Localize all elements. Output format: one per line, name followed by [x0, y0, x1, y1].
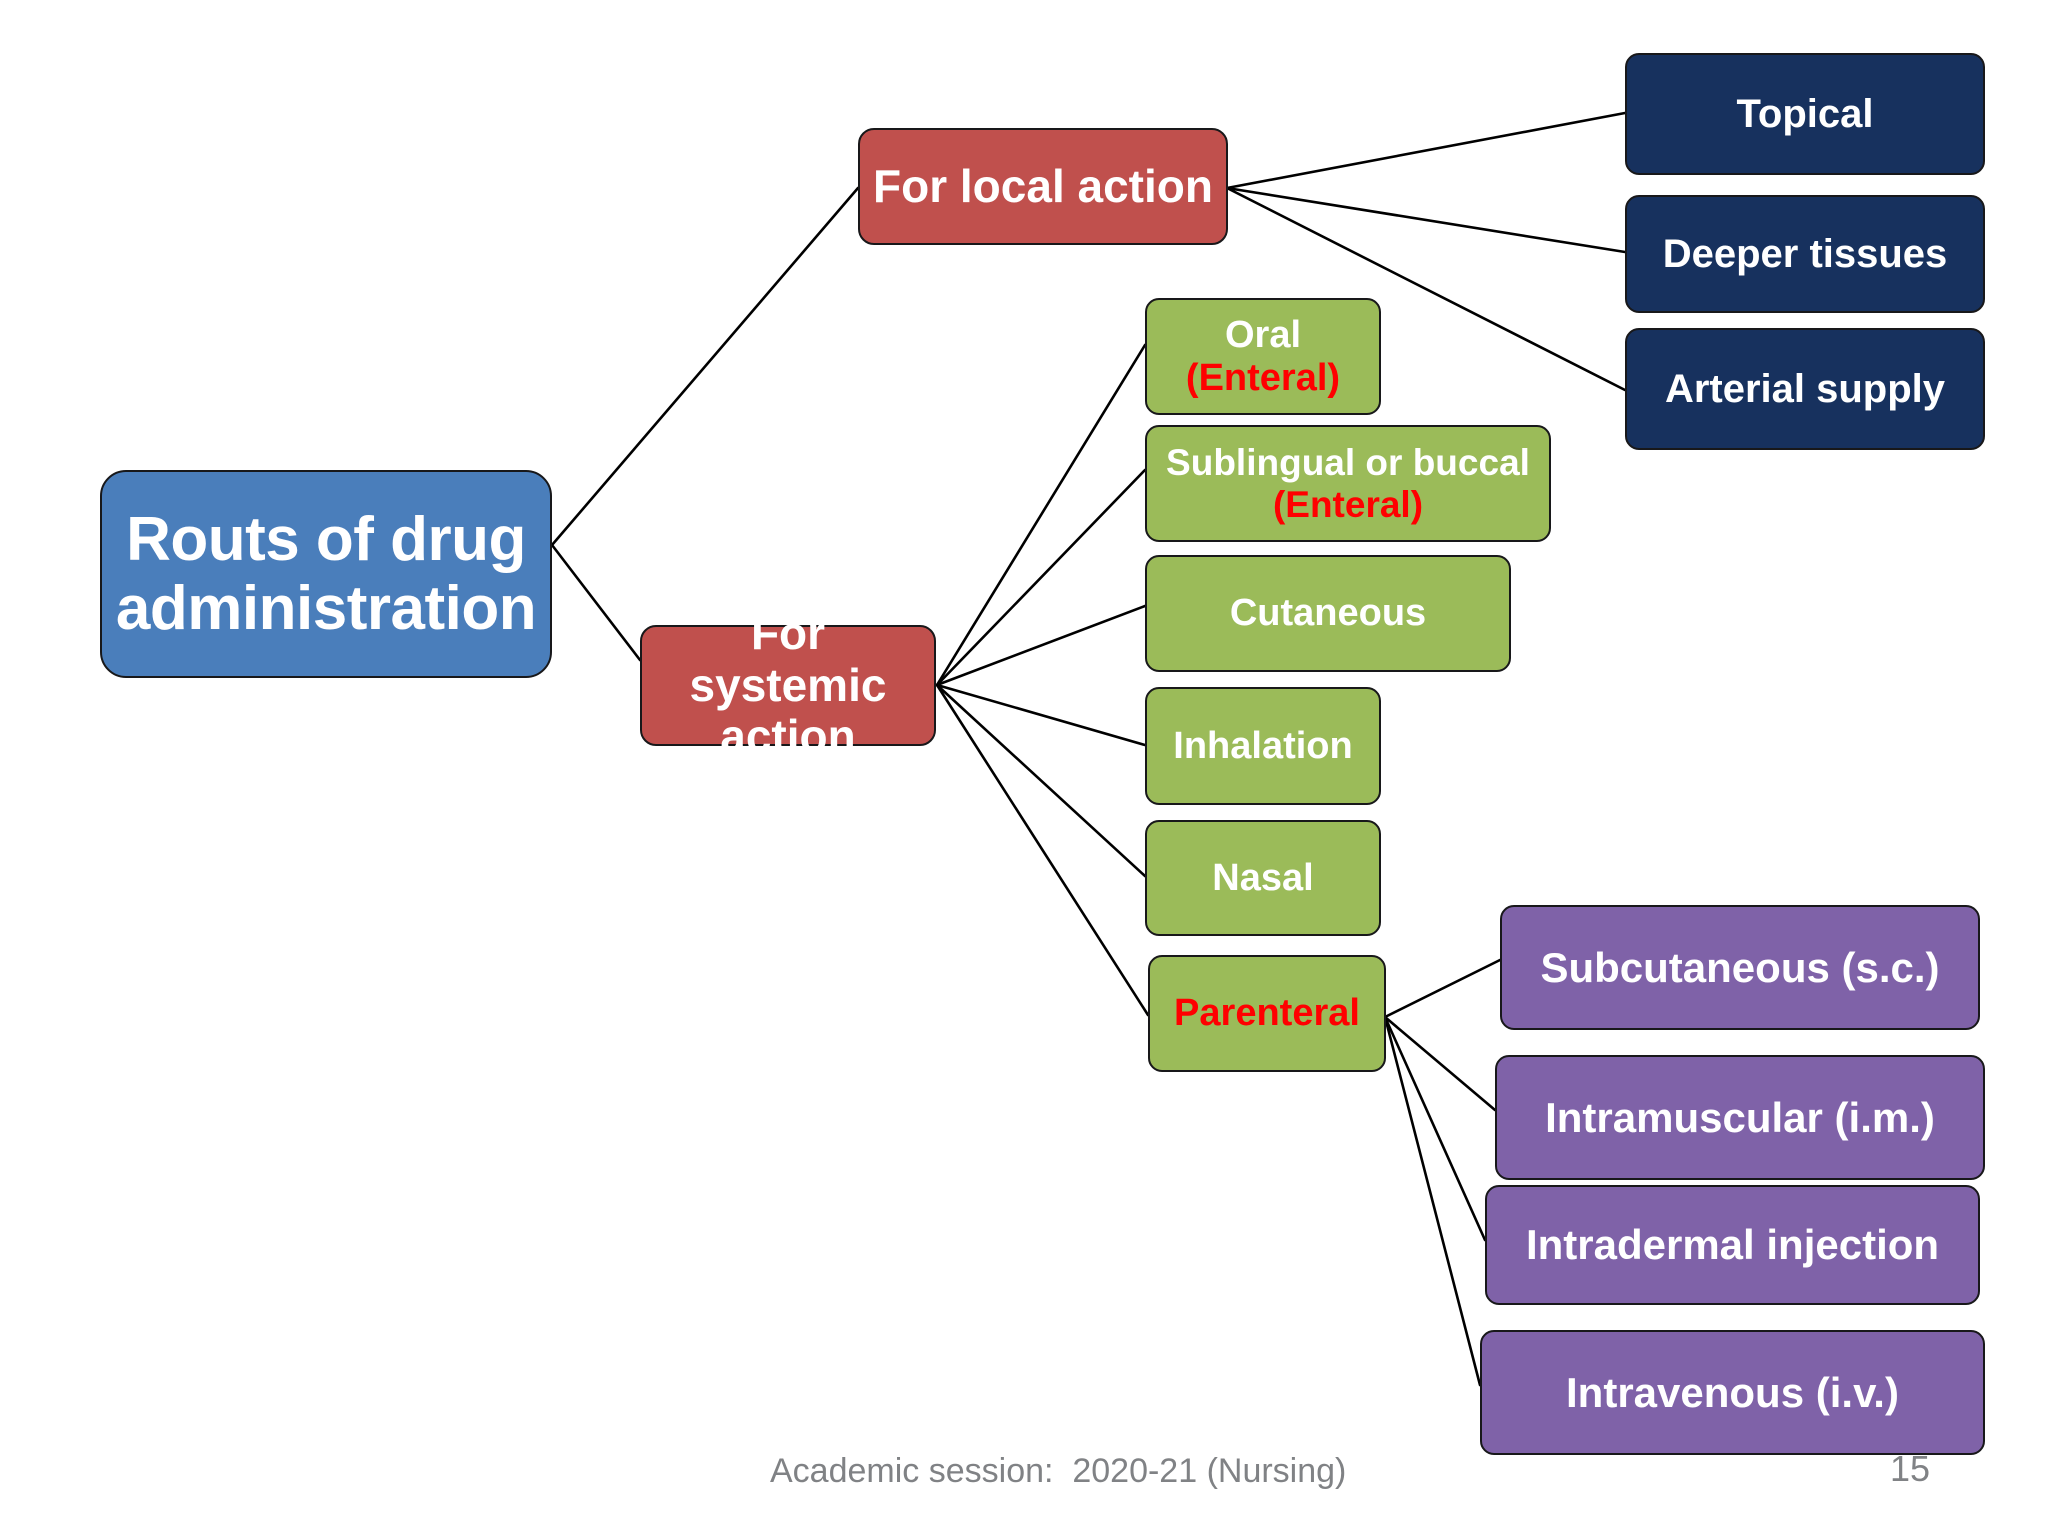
connector-parenteral-to-intramuscular	[1383, 1015, 1497, 1112]
node-topical[interactable]: Topical	[1625, 53, 1985, 175]
node-deeper-tissues-label: Deeper tissues	[1662, 231, 1948, 276]
node-arterial-supply-label: Arterial supply	[1664, 366, 1946, 411]
node-subcutaneous[interactable]: Subcutaneous (s.c.)	[1500, 905, 1980, 1030]
connector-systemic-to-sublingual	[935, 468, 1147, 687]
connector-systemic-to-nasal	[935, 683, 1147, 878]
node-parenteral[interactable]: Parenteral	[1148, 955, 1386, 1072]
node-intradermal-injection[interactable]: Intradermal injection	[1485, 1185, 1980, 1305]
connector-parenteral-to-intravenous	[1383, 1015, 1482, 1387]
node-intramuscular-label: Intramuscular (i.m.)	[1545, 1093, 1935, 1141]
node-sublingual-or-buccal-label: Sublingual or buccal	[1166, 442, 1530, 484]
node-deeper-tissues[interactable]: Deeper tissues	[1625, 195, 1985, 313]
slide-page-number: 15	[1890, 1448, 1931, 1489]
connector-systemic-to-inhalation	[935, 683, 1147, 747]
node-nasal-label: Nasal	[1212, 856, 1314, 899]
connector-parenteral-to-subcutaneous	[1383, 958, 1502, 1019]
node-for-systemic-action[interactable]: For systemic action	[640, 607, 936, 762]
connector-local-to-deeper	[1225, 186, 1627, 254]
node-for-local-action[interactable]: For local action	[858, 128, 1228, 245]
node-for-systemic-action-line1: For systemic	[689, 607, 887, 711]
node-intradermal-injection-label: Intradermal injection	[1525, 1221, 1940, 1269]
connector-systemic-to-cutaneous	[935, 604, 1147, 687]
connector-systemic-to-parenteral	[935, 683, 1150, 1017]
node-for-local-action-label: For local action	[873, 159, 1213, 212]
node-root-routes-of-drug-administration[interactable]: Routs of drug administration	[100, 470, 552, 678]
node-oral-sublabel: (Enteral)	[1185, 356, 1341, 399]
node-topical-label: Topical	[1736, 91, 1874, 136]
node-nasal[interactable]: Nasal	[1145, 820, 1381, 936]
node-parenteral-label: Parenteral	[1174, 992, 1360, 1035]
node-inhalation[interactable]: Inhalation	[1145, 687, 1381, 805]
node-root-line1: Routs of drug	[126, 504, 526, 574]
node-oral[interactable]: Oral (Enteral)	[1145, 298, 1381, 415]
node-inhalation-label: Inhalation	[1173, 724, 1353, 767]
node-sublingual-or-buccal[interactable]: Sublingual or buccal (Enteral)	[1145, 425, 1551, 542]
node-intravenous-label: Intravenous (i.v.)	[1566, 1368, 1899, 1416]
node-cutaneous[interactable]: Cutaneous	[1145, 555, 1511, 672]
connector-parenteral-to-intradermal	[1383, 1015, 1487, 1242]
node-subcutaneous-label: Subcutaneous (s.c.)	[1540, 943, 1940, 991]
connector-local-to-topical	[1225, 111, 1627, 190]
node-intravenous[interactable]: Intravenous (i.v.)	[1480, 1330, 1985, 1455]
connector-root-to-local	[550, 186, 860, 547]
node-for-systemic-action-line2: action	[720, 710, 856, 763]
node-oral-label: Oral	[1224, 313, 1302, 356]
connector-systemic-to-oral	[935, 343, 1147, 687]
node-cutaneous-label: Cutaneous	[1229, 592, 1427, 635]
node-sublingual-or-buccal-sublabel: (Enteral)	[1272, 483, 1424, 525]
connector-root-to-systemic	[550, 543, 642, 662]
node-root-line2: administration	[115, 574, 537, 643]
node-arterial-supply[interactable]: Arterial supply	[1625, 328, 1985, 450]
node-intramuscular[interactable]: Intramuscular (i.m.)	[1495, 1055, 1985, 1180]
footer-academic-session: Academic session: 2020-21 (Nursing)	[770, 1452, 1347, 1490]
